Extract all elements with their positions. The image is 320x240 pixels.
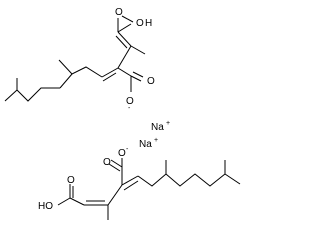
bond: [117, 45, 132, 69]
lower-carboxylate-o: O: [118, 148, 126, 159]
bond: [137, 173, 226, 187]
bond: [117, 23, 132, 33]
lower-acid-oxygen: O: [67, 175, 75, 186]
bond: [130, 45, 146, 55]
bond: [117, 31, 132, 47]
upper-acid-oxygen: O: [115, 7, 123, 18]
sodium-ion-1-charge: +: [166, 120, 170, 127]
bond: [108, 163, 121, 172]
bond: [58, 59, 103, 78]
bond: [115, 35, 128, 49]
sodium-ion-1: Na: [151, 122, 164, 133]
bond: [130, 75, 142, 82]
bond: [69, 197, 85, 206]
lower-anion: O - O HO O: [38, 146, 241, 220]
bond: [224, 173, 241, 185]
bond: [4, 89, 18, 102]
upper-carboxylate-oxygen: O: [126, 96, 134, 107]
bond: [132, 71, 144, 78]
upper-acid-o-label: O: [136, 18, 144, 29]
upper-carboxylate-charge: -: [128, 105, 131, 112]
sodium-ion-2-charge: +: [154, 137, 158, 144]
lower-carboxylate-charge: -: [126, 146, 129, 153]
sodium-ions: Na + Na +: [139, 120, 170, 150]
sodium-ion-2: Na: [139, 139, 152, 150]
bond: [59, 73, 73, 89]
bond: [123, 180, 139, 191]
upper-acid-h-label: H: [145, 18, 152, 29]
bond: [121, 15, 134, 23]
bond: [16, 87, 60, 102]
bond: [110, 159, 123, 168]
lower-carboxylate-oxygen: O: [103, 157, 111, 168]
upper-carboxylate-o: O: [147, 76, 155, 87]
upper-anion: O O H O O -: [4, 7, 155, 112]
bond: [57, 197, 71, 206]
bond: [102, 72, 117, 82]
bond: [107, 184, 123, 206]
chemical-structure-diagram: O O H O O - Na + Na +: [4, 7, 241, 220]
bond: [101, 67, 119, 78]
bond: [121, 175, 139, 186]
lower-acid-ho-label: HO: [38, 201, 53, 212]
bond: [117, 67, 132, 77]
